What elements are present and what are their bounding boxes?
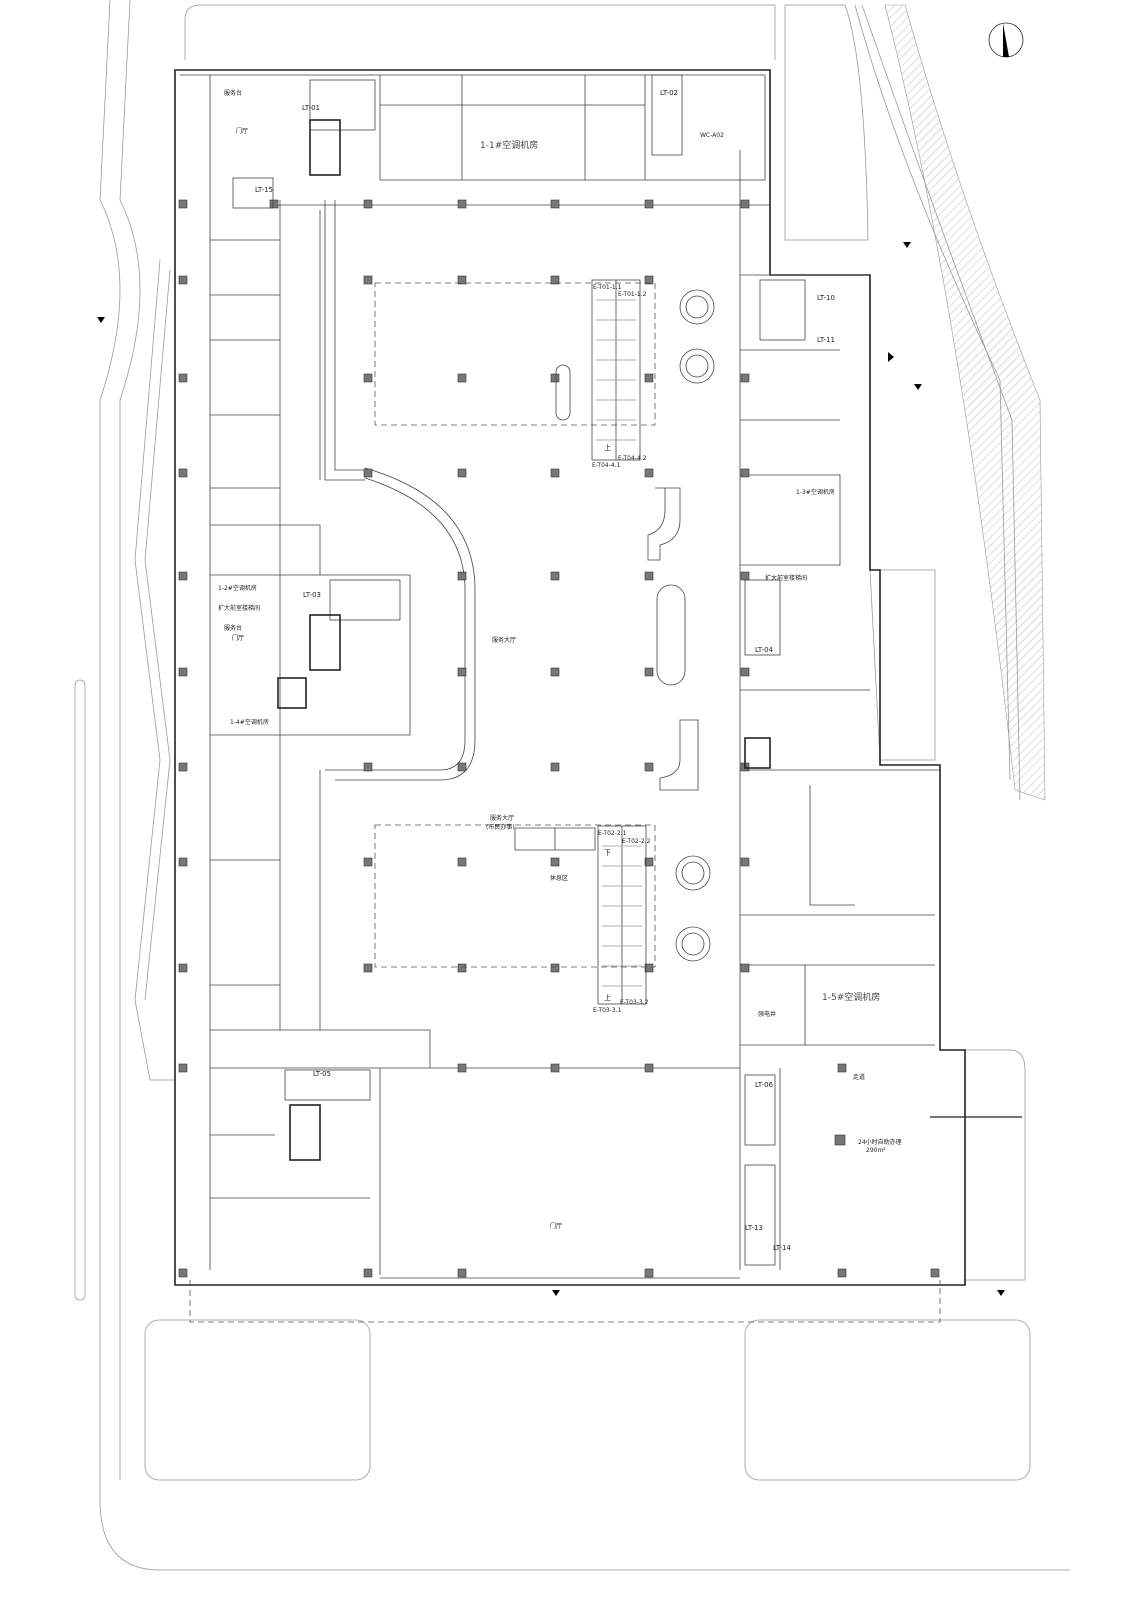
room-label-lobby-south: 门厅 [550,1222,562,1230]
counter-north [647,487,681,561]
stair-cores [232,74,806,1266]
stair-label: LT-05 [313,1070,331,1078]
room-label-ac-1-2: 1-2#空调机房 [218,584,257,592]
north-arrow-icon [988,22,1024,58]
arrow-icon [914,384,922,390]
stair-label: LT-11 [817,336,835,344]
room-label-service-hall-2: 服务大厅 [490,814,514,822]
stair-label: LT-03 [303,591,321,599]
arrow-icon [552,1290,560,1296]
reception-island [656,584,686,686]
atrium-void-south [374,824,656,968]
room-label-ac-1-5: 1-5#空调机房 [822,991,880,1003]
escalator-down-mark: 下 [604,849,611,857]
escalator-label: E-T02-2.1 [598,830,627,837]
escalator-up-mark: 上 [604,993,611,1002]
planters [675,289,715,962]
escalator-north [591,279,641,461]
room-label-wc: WC-A02 [700,132,724,139]
room-label-ac-1-1: 1-1#空调机房 [480,139,538,151]
escalator-label: E-T03-3.2 [620,999,649,1006]
escalator-label: E-T01-1.2 [618,291,647,298]
room-label-lobby-north: 门厅 [236,127,248,135]
room-label-corridor: 走道 [853,1073,865,1081]
escalator-label: E-T02-2.2 [622,838,651,845]
stair-label: LT-02 [660,89,678,97]
stair-label: LT-10 [817,294,835,302]
room-label-service-hall-2-sub: (市民办事) [486,823,515,831]
room-label-stair-hall-east: 扩大前室楼梯间 [765,574,807,582]
room-label-self-service: 24小时自助办理 [858,1138,902,1146]
room-label-lobby-west: 门厅 [232,634,244,642]
escalator-south [597,825,647,1005]
escalator-up-mark: 上 [604,443,611,452]
entrance-arrows [97,242,1005,1296]
room-label-service-desk-west: 服务台 [224,624,242,632]
counter-south-hall [514,827,596,851]
arrow-icon [997,1290,1005,1296]
room-label-ac-1-3: 1-3#空调机房 [796,488,835,496]
arrow-icon [888,352,894,362]
stair-label: LT-15 [255,186,273,194]
room-label-rest-area: 休息区 [550,874,568,882]
arrow-icon [97,317,105,323]
room-labels: 1-1#空调机房 1-2#空调机房 1-3#空调机房 1-4#空调机房 1-5#… [218,89,902,1230]
escalator-label: E-T01-1.1 [593,284,622,291]
info-kiosk [555,364,571,421]
escalator-label: E-T04-4.1 [592,462,621,469]
room-label-service-hall: 服务大厅 [492,636,516,644]
room-label-service-desk-north: 服务台 [224,89,242,97]
room-label-stair-hall-west: 扩大前室楼梯间 [218,604,260,612]
escalator-label: E-T03-3.1 [593,1007,622,1014]
stair-label: LT-06 [755,1081,774,1089]
site-landscape [74,0,1070,1571]
counter-south [659,719,699,791]
room-label-electrical: 强电井 [758,1010,776,1018]
arrow-icon [903,242,911,248]
stair-label: LT-01 [302,104,320,112]
building-walls [174,69,966,1286]
escalator-labels: E-T01-1.1 E-T01-1.2 E-T04-4.1 E-T04-4.2 … [592,284,651,1014]
escalator-label: E-T04-4.2 [618,455,647,462]
room-label-self-service-area: 290m² [866,1147,886,1154]
stair-label: LT-14 [773,1244,792,1252]
structural-columns [178,199,940,1278]
stair-label: LT-04 [755,646,774,654]
stair-label: LT-13 [745,1224,763,1232]
atrium-void-north [374,282,656,426]
stair-labels: LT-01 LT-02 LT-15 LT-10 LT-11 LT-03 LT-0… [255,89,835,1252]
room-label-ac-1-4: 1-4#空调机房 [230,718,269,726]
